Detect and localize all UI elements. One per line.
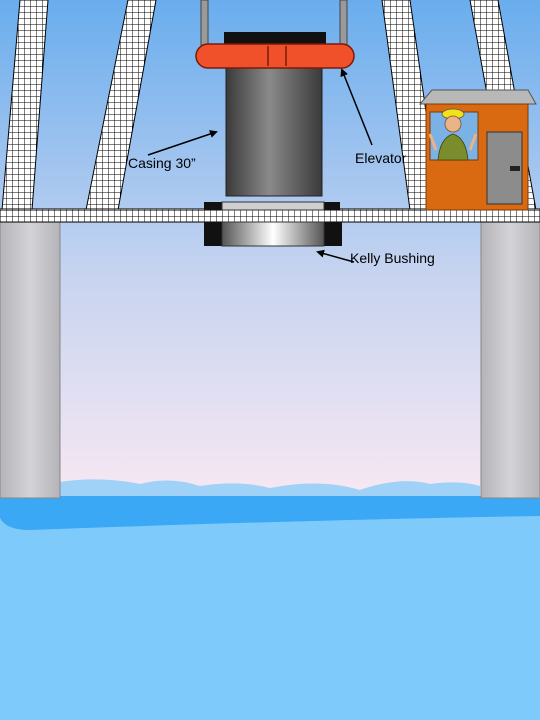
casing-bottom-ring — [221, 201, 325, 211]
distant-hills — [60, 479, 480, 500]
casing-label-arrow — [147, 130, 218, 156]
elevator-label-arrow — [340, 68, 373, 146]
door-handle — [510, 166, 520, 171]
kelly-bushing — [204, 221, 342, 247]
sea-waterline — [0, 496, 540, 530]
casing-top-coupling — [224, 32, 326, 46]
worker-hardhat-icon — [428, 108, 478, 161]
kelly-bushing-label: Kelly Bushing — [350, 250, 435, 266]
elevator-label: Elevator — [355, 150, 407, 166]
rig-floor-deck — [0, 208, 540, 223]
left-support-column — [0, 219, 61, 499]
kelly-bushing-label-arrow — [316, 249, 355, 263]
casing-label: Casing 30” — [128, 155, 196, 171]
elevator — [195, 43, 355, 69]
driller-cabin — [418, 89, 537, 211]
right-support-column — [480, 219, 540, 499]
casing-pipe — [225, 59, 323, 197]
sea — [0, 496, 540, 720]
